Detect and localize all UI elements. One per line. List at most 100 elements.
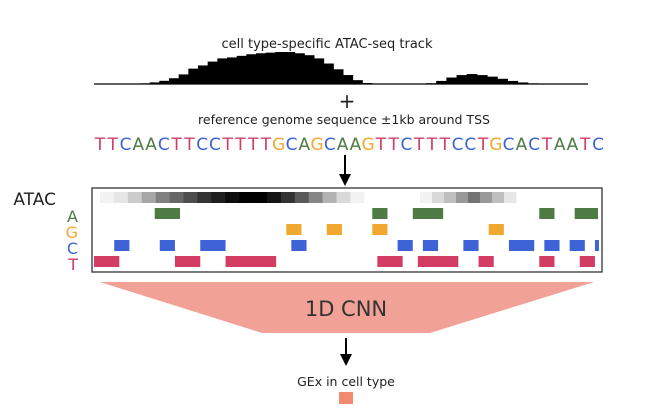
matrix-cell-a [539,208,555,219]
track-bar [207,61,218,84]
matrix-cell-c [114,240,130,251]
track-bar [188,68,199,84]
atac-cell [364,192,379,203]
sequence-letter: C [196,135,208,155]
atac-cell [468,192,481,203]
sequence-letter: C [528,135,540,155]
atac-row [100,192,517,203]
atac-cell [239,192,254,203]
matrix-cell-c [291,240,307,251]
row-label-g: G [66,223,78,242]
matrix-cell-a [412,208,444,219]
matrix-cell-a [372,208,388,219]
atac-cell [100,192,115,203]
atac-cell [432,192,445,203]
sequence-letter: G [310,135,323,155]
track-bar [466,74,478,84]
track-bar [198,65,209,84]
sequence-letter: C [286,135,298,155]
atac-cell [322,192,337,203]
atac-cell [197,192,212,203]
matrix-cell-t [377,256,403,267]
matrix-cell-t [579,256,595,267]
atac-cell [456,192,469,203]
matrix-cell-g [488,224,504,235]
row-label-c: C [67,239,78,258]
atac-cell [350,192,365,203]
matrix-cell-c [508,240,535,251]
sequence-letter: G [489,135,502,155]
sequence-letter: A [298,135,310,155]
track-bar [446,77,458,84]
atac-cell [336,192,351,203]
sequence-letter: T [413,135,425,155]
track-bar [178,74,189,84]
track-bar [140,83,151,84]
matrix-cell-t [478,256,494,267]
sequence-letter: T [234,135,246,155]
track-bar [227,57,238,84]
track-bar [352,80,363,84]
row-label-atac: ATAC [13,190,56,210]
atac-cell [183,192,198,203]
sequence-letter: G [272,135,285,155]
track-bar [476,75,488,84]
sequence-letter: A [132,135,144,155]
atac-cell [308,192,323,203]
matrix-cell-g [286,224,302,235]
matrix-cell-t [225,256,277,267]
arrow-down-icon-2 [340,338,352,366]
sequence-letter: T [439,135,451,155]
track-bar [265,52,276,84]
cnn-trapezoid [100,282,594,333]
sequence-letter: A [567,135,579,155]
matrix-cell-t [539,256,555,267]
matrix-cell-c [594,240,599,251]
sequence-letter: T [477,135,489,155]
matrix-cell-t [417,256,459,267]
atac-cell [504,192,517,203]
atac-cell [392,192,407,203]
track-bar [333,69,344,84]
cnn-label: 1D CNN [305,297,387,321]
matrix-cell-c [422,240,439,251]
track-bar [169,78,180,84]
track-bar [426,83,437,84]
atac-cell [113,192,129,203]
atac-cell [378,192,393,203]
atac-cell [294,192,309,203]
matrix-cell-c [159,240,175,251]
track-bar [149,82,160,84]
track-bar [285,52,296,84]
sequence-letter: T [541,135,553,155]
track-bar [362,83,373,84]
sequence-letter: T [387,135,399,155]
track-bar [217,58,228,84]
sequence-letter: A [516,135,528,155]
atac-cell [169,192,184,203]
sequence-letter: T [94,135,106,155]
track-bar [246,54,257,84]
track-bar [507,80,519,84]
sequence-letter: A [145,135,157,155]
track-bar [527,83,539,84]
sequence-letter: C [209,135,221,155]
track-bar [497,78,508,84]
sequence-letter: T [247,135,259,155]
sequence-letter: C [592,135,604,155]
atac-cell [280,192,296,203]
sequence-letter: C [324,135,336,155]
track-bar [294,53,305,84]
track-bar [487,76,498,84]
matrix-cell-c [569,240,585,251]
sequence-letter: C [158,135,170,155]
matrix-cell-c [200,240,226,251]
atac-cell [141,192,156,203]
track-bar [275,52,286,84]
matrix-cell-t [94,256,120,267]
sequence-letter: T [107,135,119,155]
sequence-letter: C [464,135,476,155]
atac-cell [480,192,493,203]
matrix-cell-a [154,208,181,219]
